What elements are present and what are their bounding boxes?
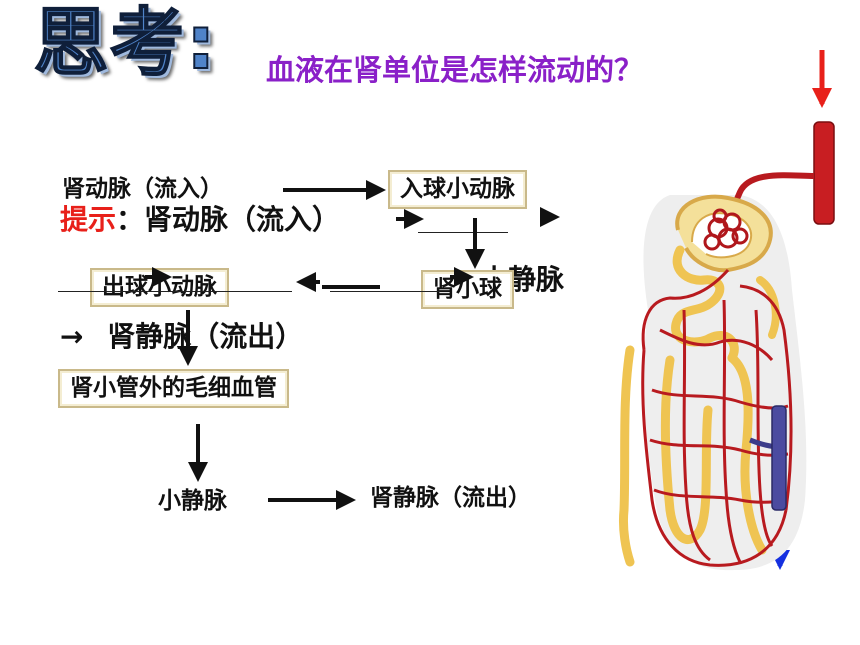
afferent-arteriole-label: 入球小动脉 bbox=[400, 176, 515, 202]
title-heading: 思考 bbox=[33, 0, 186, 86]
hint-label: 提示 bbox=[60, 203, 117, 236]
renal-artery-vessel bbox=[813, 121, 835, 225]
renal-vein-out-arrow: → bbox=[60, 320, 84, 353]
label-renal-artery-in: 肾动脉（流入） bbox=[62, 176, 223, 202]
slide-title: 思考: bbox=[33, 5, 218, 81]
renal-vein-out-text: 肾静脉（流出） bbox=[107, 320, 304, 353]
glomerulus-label: 肾小球 bbox=[433, 276, 502, 302]
renal-vein-vessel bbox=[771, 405, 787, 511]
hint-text: 肾动脉（流入） bbox=[144, 203, 341, 236]
strike-line-mid bbox=[330, 291, 440, 292]
strike-line-upper bbox=[418, 232, 508, 233]
label-venule: 小静脉 bbox=[158, 488, 227, 514]
efferent-arteriole-label: 出球小动脉 bbox=[102, 274, 217, 300]
peritubular-capillaries-label: 肾小管外的毛细血管 bbox=[70, 375, 277, 401]
glomerulus-capillaries bbox=[703, 208, 749, 251]
nephron-illustration bbox=[619, 121, 835, 571]
proximal-tubule bbox=[671, 245, 739, 363]
slide-question: 血液在肾单位是怎样流动的？ bbox=[266, 53, 644, 87]
distal-tubule bbox=[727, 353, 767, 555]
hint-line: 提示：肾动脉（流入） bbox=[60, 206, 340, 234]
box-efferent-arteriole: 出球小动脉 bbox=[90, 268, 229, 307]
box-peritubular-capillaries: 肾小管外的毛细血管 bbox=[58, 369, 289, 408]
label-renal-vein-out-big: → 肾静脉（流出） bbox=[60, 323, 303, 351]
collecting-duct-left bbox=[619, 345, 635, 567]
label-renal-vein-out: 肾静脉（流出） bbox=[370, 485, 531, 511]
box-afferent-arteriole: 入球小动脉 bbox=[388, 170, 527, 209]
loop-of-henle bbox=[660, 355, 713, 544]
hint-colon: ： bbox=[116, 203, 145, 236]
title-colon: : bbox=[185, 0, 218, 86]
strike-line-left bbox=[58, 291, 292, 292]
